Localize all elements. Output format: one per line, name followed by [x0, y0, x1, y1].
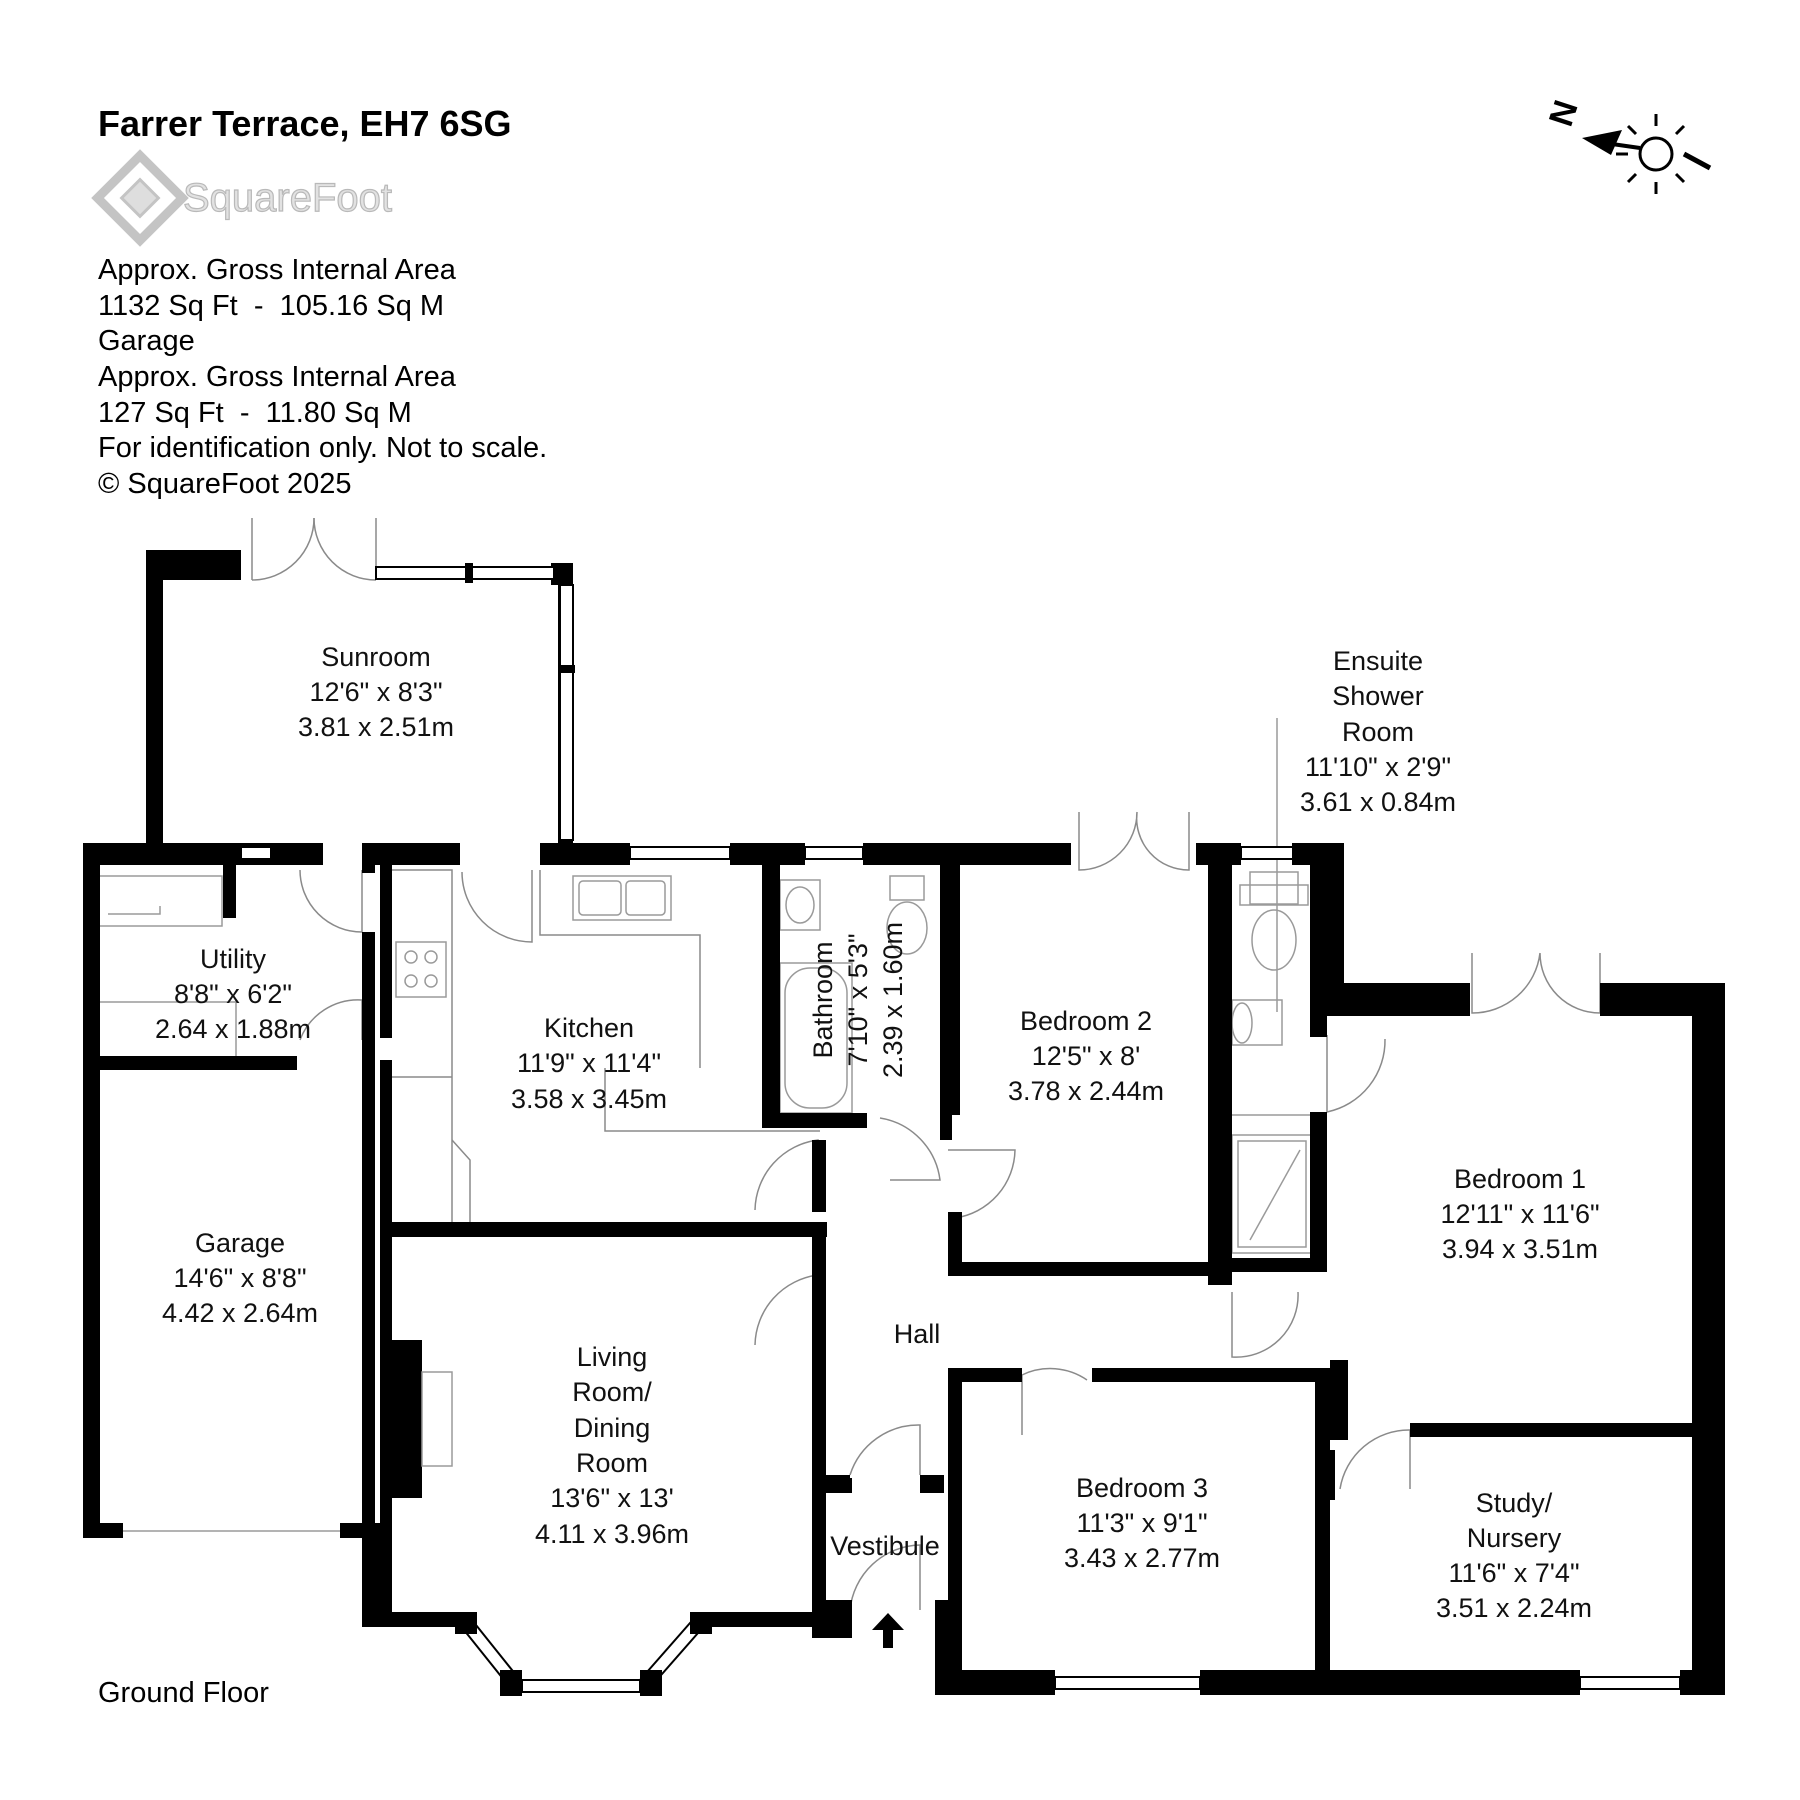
info-line-5: 127 Sq Ft - 11.80 Sq M	[98, 397, 412, 429]
room-garage: Garage 14'6" x 8'8" 4.42 x 2.64m	[162, 1228, 318, 1328]
info-line-6: For identification only. Not to scale.	[98, 432, 547, 464]
room-vestibule: Vestibule	[830, 1531, 940, 1561]
hob-icon	[395, 941, 447, 998]
svg-text:Utility: Utility	[200, 944, 266, 974]
svg-text:8'8" x 6'2": 8'8" x 6'2"	[174, 979, 292, 1009]
svg-text:13'6" x 13': 13'6" x 13'	[550, 1483, 673, 1513]
bathroom-toilet-icon	[886, 875, 928, 955]
svg-text:2.39 x 1.60m: 2.39 x 1.60m	[878, 922, 908, 1078]
fireplace-icon	[392, 1340, 453, 1498]
svg-text:12'5" x 8': 12'5" x 8'	[1032, 1041, 1140, 1071]
floor-label: Ground Floor	[98, 1677, 269, 1709]
svg-text:11'9" x 11'4": 11'9" x 11'4"	[517, 1048, 661, 1078]
entrance-arrow-icon	[872, 1613, 904, 1648]
svg-text:11'3" x 9'1": 11'3" x 9'1"	[1076, 1508, 1207, 1538]
svg-text:3.58 x 3.45m: 3.58 x 3.45m	[511, 1084, 667, 1114]
info-line-4: Approx. Gross Internal Area	[98, 361, 457, 393]
svg-text:Garage: Garage	[195, 1228, 285, 1258]
sink-icon	[572, 875, 672, 921]
svg-text:Room: Room	[1342, 717, 1414, 747]
room-kitchen: Kitchen 11'9" x 11'4" 3.58 x 3.45m	[511, 1013, 667, 1114]
svg-text:Bedroom 3: Bedroom 3	[1076, 1473, 1208, 1503]
svg-text:3.94 x 3.51m: 3.94 x 3.51m	[1442, 1234, 1598, 1264]
svg-text:Study/: Study/	[1476, 1488, 1553, 1518]
svg-text:Kitchen: Kitchen	[544, 1013, 634, 1043]
svg-text:12'6" x 8'3": 12'6" x 8'3"	[309, 677, 442, 707]
svg-text:Bedroom 1: Bedroom 1	[1454, 1164, 1586, 1194]
svg-text:14'6" x 8'8": 14'6" x 8'8"	[173, 1263, 306, 1293]
svg-text:Bedroom 2: Bedroom 2	[1020, 1006, 1152, 1036]
kitchen-worktop	[392, 869, 820, 1222]
svg-text:Living: Living	[577, 1342, 648, 1372]
room-bedroom-2: Bedroom 2 12'5" x 8' 3.78 x 2.44m	[1008, 1006, 1164, 1106]
svg-text:3.51 x 2.24m: 3.51 x 2.24m	[1436, 1593, 1592, 1623]
svg-text:3.43 x 2.77m: 3.43 x 2.77m	[1064, 1543, 1220, 1573]
svg-text:7'10" x 5'3": 7'10" x 5'3"	[843, 933, 873, 1066]
svg-text:4.11 x 3.96m: 4.11 x 3.96m	[535, 1519, 689, 1549]
squarefoot-logo: SquareFoot	[91, 149, 393, 247]
room-hall: Hall	[894, 1319, 941, 1349]
svg-text:3.61 x 0.84m: 3.61 x 0.84m	[1300, 787, 1456, 817]
svg-text:Hall: Hall	[894, 1319, 941, 1349]
svg-text:SquareFoot: SquareFoot	[183, 176, 392, 220]
svg-text:4.42 x 2.64m: 4.42 x 2.64m	[162, 1298, 318, 1328]
room-utility: Utility 8'8" x 6'2" 2.64 x 1.88m	[155, 944, 311, 1044]
compass-north-icon: N	[1542, 96, 1641, 155]
info-line-1: Approx. Gross Internal Area	[98, 254, 457, 286]
svg-text:Dining: Dining	[574, 1413, 651, 1443]
room-bedroom-1: Bedroom 1 12'11" x 11'6" 3.94 x 3.51m	[1440, 1164, 1599, 1264]
svg-text:Room/: Room/	[572, 1377, 652, 1407]
svg-text:Shower: Shower	[1332, 681, 1424, 711]
room-study: Study/ Nursery 11'6" x 7'4" 3.51 x 2.24m	[1436, 1488, 1592, 1623]
svg-text:11'10" x 2'9": 11'10" x 2'9"	[1305, 752, 1451, 782]
room-living: Living Room/ Dining Room 13'6" x 13' 4.1…	[535, 1342, 689, 1549]
plan-title: Farrer Terrace, EH7 6SG	[98, 103, 512, 144]
sun-icon	[1616, 114, 1712, 194]
info-line-3: Garage	[98, 325, 195, 357]
svg-text:Ensuite: Ensuite	[1333, 646, 1423, 676]
svg-text:12'11" x 11'6": 12'11" x 11'6"	[1440, 1199, 1599, 1229]
svg-text:Sunroom: Sunroom	[321, 642, 431, 672]
walls	[83, 550, 1725, 1695]
doors	[251, 517, 1601, 1611]
room-sunroom: Sunroom 12'6" x 8'3" 3.81 x 2.51m	[298, 642, 454, 742]
svg-text:Vestibule: Vestibule	[830, 1531, 940, 1561]
svg-text:3.78 x 2.44m: 3.78 x 2.44m	[1008, 1076, 1164, 1106]
room-ensuite: Ensuite Shower Room 11'10" x 2'9" 3.61 x…	[1300, 646, 1456, 817]
room-bedroom-3: Bedroom 3 11'3" x 9'1" 3.43 x 2.77m	[1064, 1473, 1220, 1573]
windows	[240, 563, 1681, 1696]
svg-text:Room: Room	[576, 1448, 648, 1478]
info-line-7: © SquareFoot 2025	[98, 468, 352, 500]
svg-text:2.64 x 1.88m: 2.64 x 1.88m	[155, 1014, 311, 1044]
svg-text:N: N	[1542, 96, 1586, 131]
room-bathroom: Bathroom 7'10" x 5'3" 2.39 x 1.60m	[808, 922, 908, 1078]
svg-text:Nursery: Nursery	[1467, 1523, 1562, 1553]
info-line-2: 1132 Sq Ft - 105.16 Sq M	[98, 290, 444, 322]
svg-text:11'6" x 7'4": 11'6" x 7'4"	[1448, 1558, 1579, 1588]
svg-text:3.81 x 2.51m: 3.81 x 2.51m	[298, 712, 454, 742]
svg-text:Bathroom: Bathroom	[808, 941, 838, 1058]
